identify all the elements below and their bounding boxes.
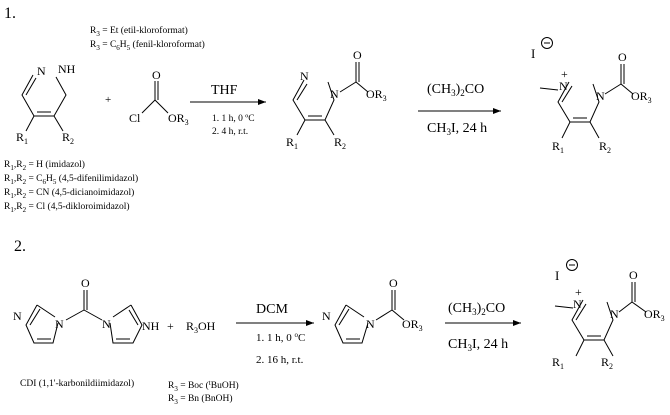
cdi-label: CDI (1,1'-karbonildiimidazol) [20,378,134,389]
product-2-or3: OR3 [402,317,423,333]
scheme-1-arrow-2: (CH3)2CO CH3I, 24 h [418,82,501,137]
imidazolium-2-or3: OR3 [644,307,665,323]
carbamate-product-1: N N O OR3 R1 R2 [286,48,387,151]
product-1-o-carbonyl: O [353,48,362,62]
scheme-2-arrow-2: (CH3)2CO CH3I, 24 h [445,301,521,353]
substituent-h: R1,R2 = H (imidazol) [4,159,85,172]
imidazolium-n1: N [596,89,605,103]
chloroformate-cl: Cl [129,111,141,125]
r3-option-bn: R3 = Bn (BnOH) [168,393,233,406]
arrow-4-reagent: CH3I, 24 h [448,337,508,353]
cdi-right-nh: NH [142,319,160,333]
product-2-o-carbonyl: O [389,276,398,290]
chloroformate-or3: OR3 [168,111,189,127]
imidazole-structure: N NH R1 R2 [16,62,76,146]
product-1-or3: OR3 [366,87,387,103]
imidazolium-n-methyl: N [559,79,568,93]
substituent-list: R1,R2 = H (imidazol) R1,R2 = C6H5 (4,5-d… [4,159,138,214]
cdi-left-n3: N [13,309,22,323]
imidazolium-2-r1: R1 [552,355,564,371]
substituent-phenyl: R1,R2 = C6H5 (4,5-difenilimidazol) [4,173,138,186]
imidazole-nh: NH [58,62,76,76]
scheme-1-reagent-notes: R3 = Et (etil-kloroformat) R3 = C6H5 (fe… [90,25,205,52]
imidazolium-r2: R2 [599,139,611,155]
imidazolium-2-r2: R2 [601,355,613,371]
alcohol-r3oh: R3OH [186,319,216,335]
imidazolium-product-2: I N + N O OR3 R1 R2 [552,259,665,371]
imidazolium-product-1: I N + N O OR3 R1 R2 [531,37,652,155]
scheme-2-plus: + [167,319,174,333]
arrow-2-solvent: (CH3)2CO [427,82,484,98]
imidazolium-2-n-methyl: N [573,297,582,311]
substituent-chloro: R1,R2 = Cl (4,5-dikloroimidazol) [4,201,130,214]
imidazolium-2-n1: N [610,307,619,321]
iodide-counterion: I [531,46,535,61]
reagent-note-phenyl: R3 = C6H5 (fenil-kloroformat) [90,39,205,52]
scheme-1-number: 1. [4,5,16,22]
imidazolium-2-o-carbonyl: O [629,268,638,282]
substituent-cyano: R1,R2 = CN (4,5-dicianoimidazol) [4,187,134,200]
product-1-n1: N [330,87,339,101]
scheme-2-number: 2. [14,238,26,255]
arrow-2-reagent: CH3I, 24 h [427,121,487,137]
chloroformate-o-carbonyl: O [152,68,161,82]
arrow-4-solvent: (CH3)2CO [448,301,505,317]
product-2-n3: N [322,309,331,323]
cdi-structure: N N O N NH [13,276,160,344]
reagent-note-ethyl: R3 = Et (etil-kloroformat) [90,25,188,38]
imidazolium-positive-charge: + [561,67,568,81]
scheme-1-arrow-1: THF 1. 1 h, 0 ºC 2. 4 h, r.t. [190,83,266,137]
imidazolium-r1: R1 [552,139,564,155]
scheme-1-plus: + [105,94,111,106]
imidazole-r1: R1 [16,130,28,146]
cdi-left-n1: N [55,317,64,331]
product-1-n3: N [300,69,309,83]
product-1-r2: R2 [334,135,346,151]
arrow-3-condition-2: 2. 16 h, r.t. [256,354,304,366]
r3-option-boc: R3 = Boc (tBuOH) [168,379,239,393]
cdi-right-n1: N [102,317,111,331]
chloroformate-structure: O Cl OR3 [129,68,189,127]
product-2-n1: N [366,317,375,331]
arrow-1-solvent: THF [211,83,238,98]
imidazolium-or3: OR3 [631,89,652,105]
scheme-2-arrow-1: DCM 1. 1 h, 0 oC 2. 16 h, r.t. [236,302,314,366]
arrow-1-condition-2: 2. 4 h, r.t. [212,127,248,137]
imidazolium-2-positive-charge: + [575,285,582,299]
imidazolium-o-carbonyl: O [618,50,627,64]
cdi-carbonyl-o: O [81,276,90,290]
product-1-r1: R1 [286,135,298,151]
imidazole-r2: R2 [62,130,74,146]
carbamate-product-2: N N O OR3 [322,276,423,344]
imidazole-n3: N [37,64,46,78]
arrow-3-solvent: DCM [256,302,288,317]
arrow-3-condition-1: 1. 1 h, 0 oC [256,331,305,344]
iodide-counterion-2: I [555,268,559,283]
arrow-1-condition-1: 1. 1 h, 0 ºC [212,114,255,124]
